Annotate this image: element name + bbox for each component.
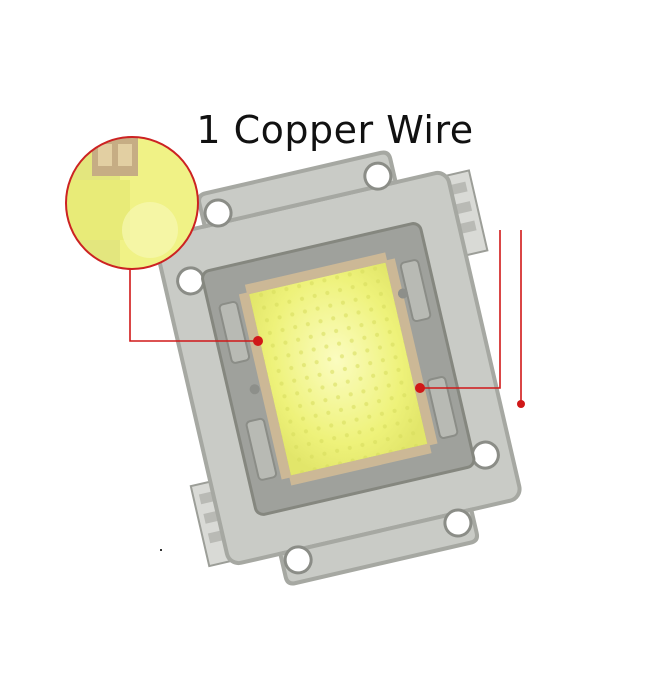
- annotation-lines: [129, 230, 522, 406]
- speck: [160, 549, 162, 551]
- caption-title: 1 Copper Wire: [196, 108, 474, 152]
- polarity-mark: [397, 288, 408, 299]
- bottom-ear: [277, 507, 479, 586]
- top-ear: [197, 150, 399, 229]
- magnifier-callout-icon: [65, 136, 199, 270]
- side-rails: [218, 259, 459, 481]
- led-dot-grid: [249, 262, 428, 476]
- bonding-pads: [238, 252, 438, 486]
- polarity-mark: [249, 384, 260, 395]
- cob-led-chip-icon: [154, 150, 522, 586]
- annotation-dots: [253, 336, 525, 408]
- mounting-holes: [176, 161, 500, 575]
